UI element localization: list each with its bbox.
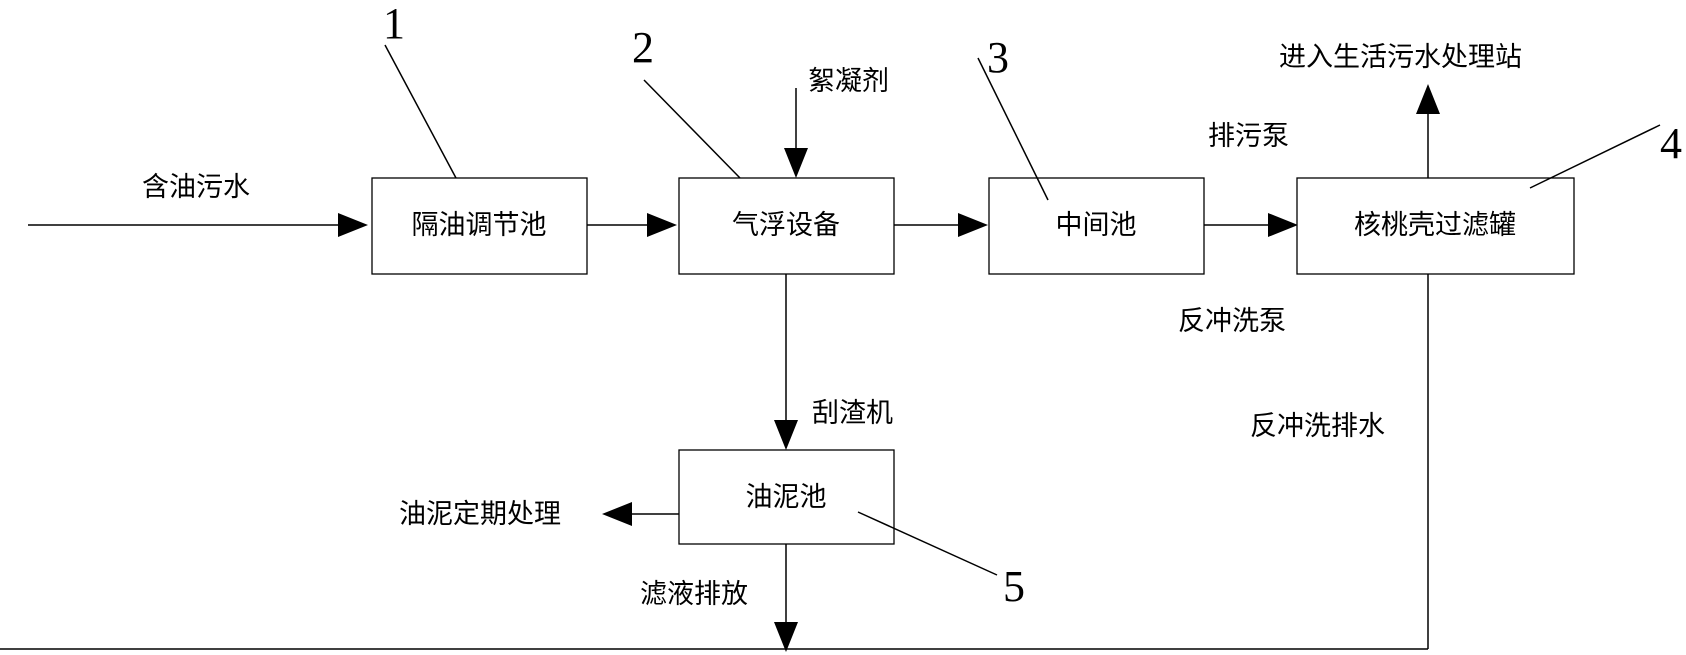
sludge-disposal-arrowhead: [602, 502, 632, 526]
grease-tank-box: [371, 177, 588, 275]
outlet-arrowhead: [1416, 84, 1440, 114]
flocculant-arrowhead: [784, 148, 808, 178]
callout-5-leader: [857, 511, 998, 576]
arrow-3-4-head: [1268, 213, 1298, 237]
drain-pump-label: 排污泵: [1208, 121, 1289, 152]
grease-tank-label: 隔油调节池: [412, 210, 547, 241]
walnut-filter-box: [1296, 177, 1575, 275]
inlet-label: 含油污水: [142, 172, 250, 203]
middle-pool-label: 中间池: [1056, 210, 1137, 241]
flocculant-label: 絮凝剂: [808, 66, 889, 97]
filtrate-arrowhead: [774, 622, 798, 652]
filtrate-discharge-label: 滤液排放: [640, 579, 748, 610]
backwash-drain-label: 反冲洗排水: [1250, 411, 1385, 442]
arrow-1-2-head: [647, 213, 677, 237]
callout-4-leader: [1529, 124, 1661, 189]
sludge-pool-label: 油泥池: [746, 482, 827, 513]
callout-4: 4: [1660, 119, 1682, 168]
middle-pool-box: [988, 177, 1205, 275]
flotation-box: [678, 177, 895, 275]
outlet-label: 进入生活污水处理站: [1279, 42, 1522, 73]
callout-5: 5: [1003, 562, 1025, 611]
scraper-label: 刮渣机: [812, 398, 893, 429]
callout-1-leader: [384, 44, 457, 179]
callout-1: 1: [383, 0, 405, 48]
backwash-pump-label: 反冲洗泵: [1178, 306, 1286, 337]
callout-3: 3: [987, 33, 1009, 82]
inlet-arrowhead: [338, 213, 368, 237]
walnut-filter-label: 核桃壳过滤罐: [1354, 210, 1516, 241]
flotation-label: 气浮设备: [732, 210, 840, 241]
arrow-2-3-head: [958, 213, 988, 237]
scraper-arrowhead: [774, 420, 798, 450]
callout-3-leader: [977, 57, 1049, 201]
callout-2-leader: [643, 79, 741, 179]
sludge-disposal-label: 油泥定期处理: [399, 499, 561, 530]
callout-2: 2: [632, 23, 654, 72]
